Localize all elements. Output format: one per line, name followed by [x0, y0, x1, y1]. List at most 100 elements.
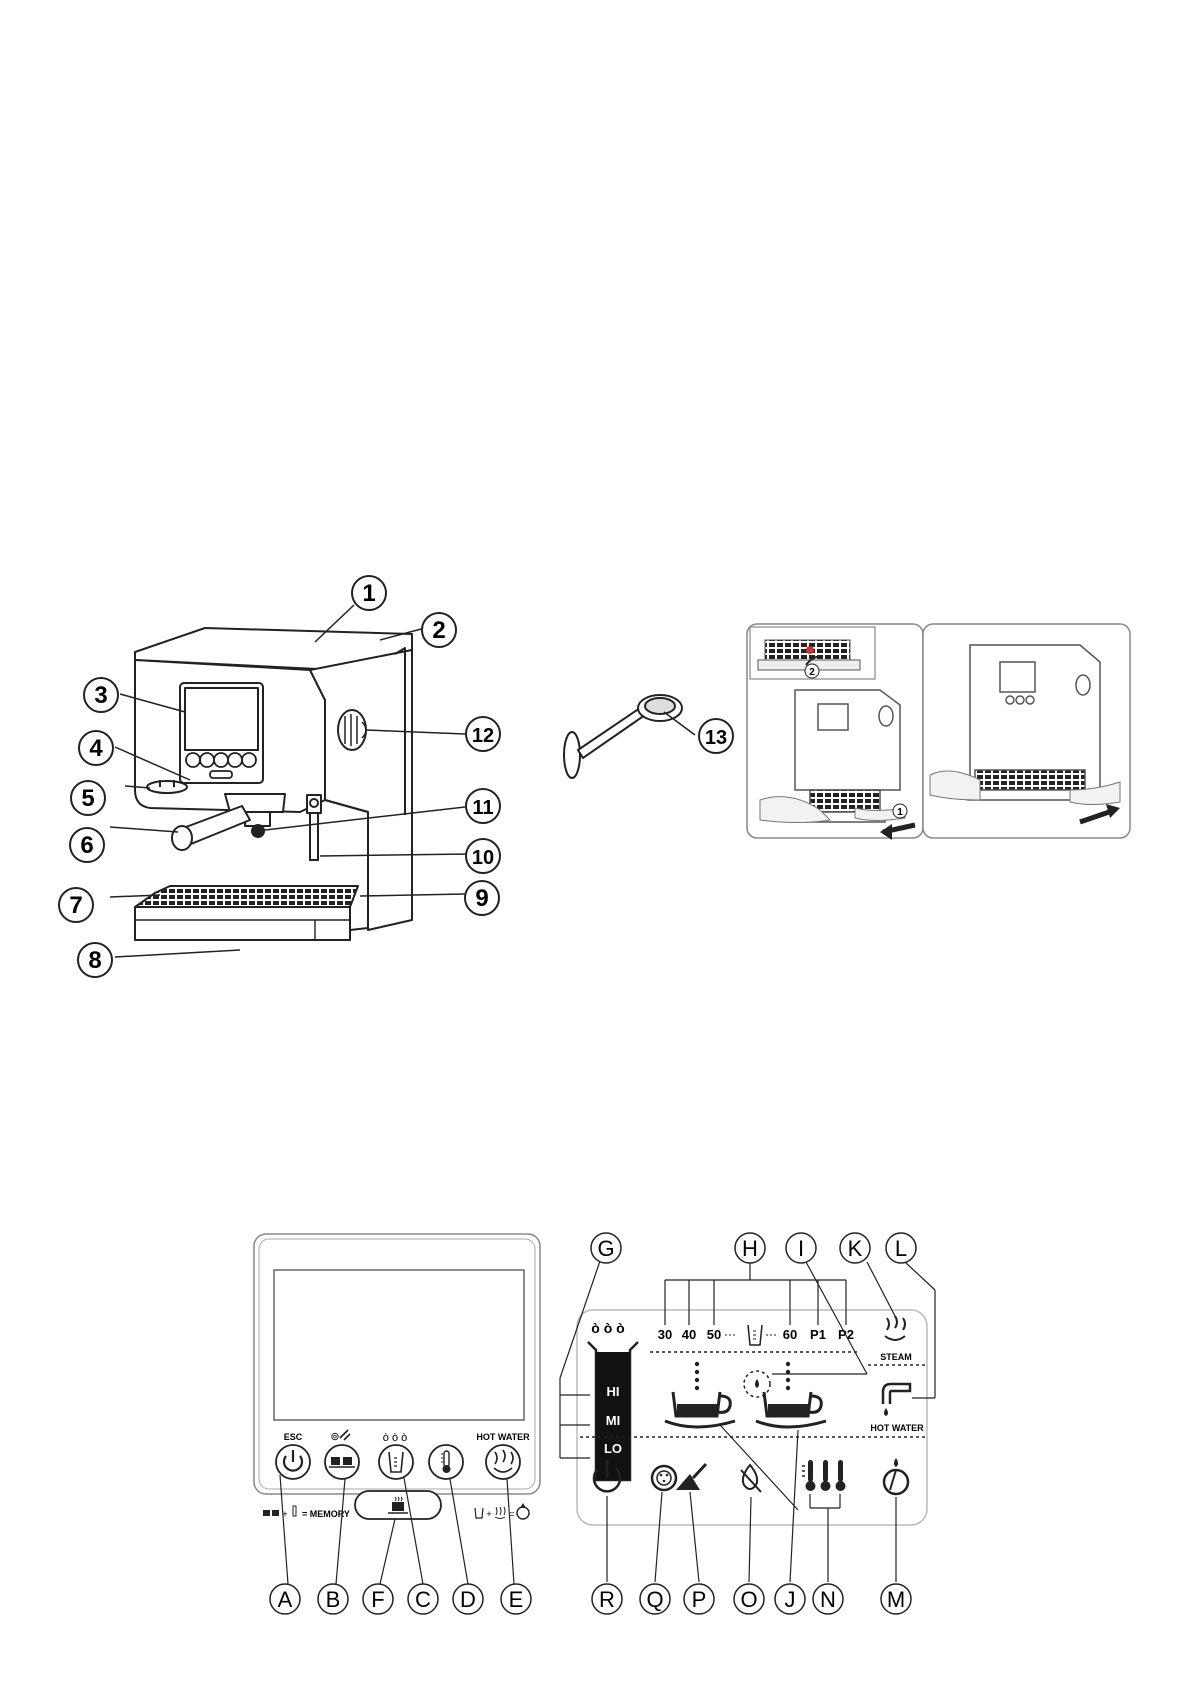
single-cup-icon	[664, 1361, 736, 1429]
callout-M: M	[887, 1587, 905, 1612]
steam-label: STEAM	[880, 1352, 912, 1362]
callout-8-label: 8	[88, 947, 101, 974]
callout-9: 9	[464, 880, 500, 916]
callout-G: G	[597, 1236, 614, 1261]
callout-K: K	[848, 1236, 863, 1261]
hot-water-combo-legend: + =	[474, 1503, 530, 1520]
callout-4-label: 4	[89, 735, 103, 762]
callout-5: 5	[70, 780, 106, 816]
display-bottom-callouts: R Q P O J N M	[591, 1583, 912, 1615]
callout-1: 1	[351, 575, 387, 611]
callout-6: 6	[69, 827, 105, 863]
no-water-icon	[740, 1463, 762, 1493]
callout-1-label: 1	[362, 580, 375, 607]
callout-6-label: 6	[80, 832, 93, 859]
callout-3: 3	[83, 677, 119, 713]
hot-water-tap-icon: HOT WATER	[870, 1382, 924, 1433]
temperature-levels-icon	[802, 1460, 846, 1491]
machine-leaders	[109, 604, 696, 958]
step-2-label: 2	[809, 667, 815, 678]
callout-I: I	[798, 1236, 804, 1261]
strength-hi: HI	[607, 1384, 620, 1399]
volume-30: 30	[658, 1327, 672, 1342]
display-leaders	[559, 1260, 936, 1583]
callout-D: D	[460, 1587, 476, 1612]
volume-60: 60	[783, 1327, 797, 1342]
callout-N: N	[820, 1587, 836, 1612]
callout-B: B	[326, 1587, 341, 1612]
descale-drop-icon	[743, 1370, 771, 1398]
callout-11-label: 11	[472, 797, 493, 819]
callout-4: 4	[78, 730, 114, 766]
step-1-marker: 1	[892, 803, 908, 819]
combo-plus: +	[486, 1509, 491, 1519]
button-e-steam[interactable]	[485, 1444, 521, 1480]
cleaning-cups-glyph: ⊚	[330, 1431, 339, 1443]
strength-drops-glyph: ò ò ò	[591, 1320, 624, 1336]
callout-5-label: 5	[81, 785, 94, 812]
button-a-power[interactable]	[275, 1444, 311, 1480]
button-b-two-cups[interactable]	[324, 1444, 360, 1480]
callout-2: 2	[421, 612, 457, 648]
step-2-marker: 2	[804, 663, 820, 679]
callout-7-label: 7	[69, 892, 82, 919]
steam-wand	[306, 794, 322, 861]
steam-knob	[337, 709, 367, 751]
display-top-callouts: G H I K L	[590, 1232, 917, 1264]
callout-8: 8	[77, 942, 113, 978]
callout-O: O	[740, 1587, 757, 1612]
memory-legend: + = MEMORY	[263, 1505, 350, 1519]
drops-label: ò ò ò	[383, 1432, 407, 1444]
callout-A: A	[278, 1587, 293, 1612]
callout-12-label: 12	[472, 725, 494, 747]
esc-label: ESC	[284, 1432, 303, 1442]
panel-buttons	[185, 752, 257, 779]
drip-tray	[134, 906, 351, 941]
cup-holder	[146, 780, 188, 794]
button-f-one-cup[interactable]	[354, 1490, 442, 1520]
callout-9-label: 9	[475, 885, 488, 912]
control-panel-front: ESC ⊚ ò ò ò HOT WATER	[253, 1233, 541, 1520]
callout-12: 12	[465, 716, 501, 752]
volume-p1: P1	[810, 1327, 826, 1342]
panel-callouts: A B F C D E	[269, 1583, 532, 1615]
power-icon	[592, 1460, 622, 1493]
machine-callouts: 1 2 3 4 5 6 7 8 9 10 11 12 13	[58, 575, 734, 978]
strength-mi: MI	[606, 1413, 620, 1428]
callout-Q: Q	[646, 1587, 663, 1612]
steam-icon: STEAM	[880, 1315, 912, 1362]
espresso-machine-drawing	[134, 627, 413, 941]
callout-P: P	[692, 1587, 707, 1612]
button-c-volume[interactable]	[378, 1444, 414, 1480]
combo-equals: =	[509, 1509, 514, 1519]
callout-10-label: 10	[472, 847, 494, 869]
measuring-spoon-tamper	[563, 694, 683, 779]
callout-13-label: 13	[705, 727, 727, 749]
button-d-temperature[interactable]	[428, 1444, 464, 1480]
callout-13: 13	[698, 718, 734, 754]
hot-water-mode-icon	[882, 1458, 910, 1496]
memory-legend-text: = MEMORY	[302, 1509, 350, 1519]
strength-indicator: ò ò ò HI MI LO	[587, 1320, 639, 1482]
volume-40: 40	[682, 1327, 696, 1342]
callout-7: 7	[58, 887, 94, 923]
strength-lo: LO	[604, 1441, 622, 1456]
callout-L: L	[895, 1236, 907, 1261]
callout-11: 11	[465, 788, 501, 824]
callout-R: R	[599, 1587, 615, 1612]
callout-10: 10	[465, 838, 501, 874]
filter-basket-icon	[650, 1464, 678, 1492]
lcd-display: ò ò ò HI MI LO 30 40 50 60 P1 P2 STEAM	[576, 1309, 928, 1526]
double-cup-icon	[755, 1361, 827, 1429]
drip-grid	[134, 885, 359, 908]
drip-tray-removal-right-panel	[922, 623, 1131, 839]
hot-water-top-label: HOT WATER	[476, 1432, 530, 1442]
step-1-label: 1	[897, 807, 903, 818]
callout-E: E	[509, 1587, 524, 1612]
volume-50: 50	[707, 1327, 721, 1342]
panel-leaders	[279, 1474, 515, 1585]
cleaning-brush-icon	[676, 1462, 708, 1490]
control-screen	[184, 687, 259, 751]
callout-C: C	[415, 1587, 431, 1612]
